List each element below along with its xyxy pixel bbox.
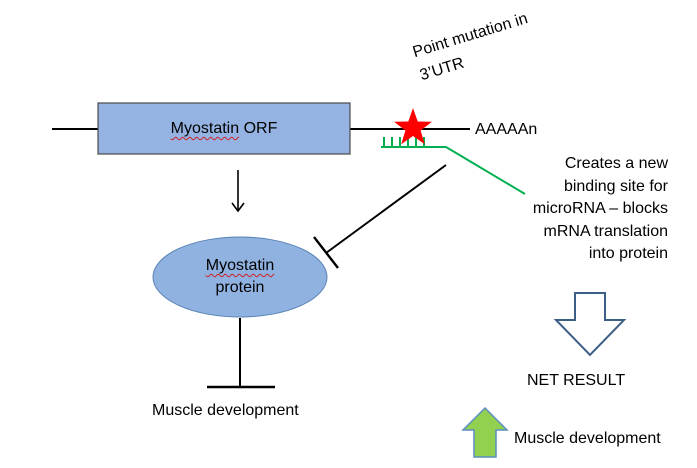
protein-label: Myostatin protein: [153, 255, 327, 299]
protein-label-line2: protein: [215, 279, 265, 296]
mutation-star-icon: [394, 108, 432, 145]
polya-tail-label: AAAAAn: [475, 121, 538, 138]
left-outcome-label: Muscle development: [152, 402, 299, 419]
orf-label: Myostatin ORF: [98, 118, 350, 139]
right-outcome-label: Muscle development: [514, 430, 661, 447]
mirna-inhibition-bar: [313, 236, 339, 269]
green-up-arrow-icon: [461, 406, 509, 458]
orf-label-prefix: Myostatin: [170, 120, 240, 137]
orf-box: [97, 102, 351, 155]
translation-arrowhead: [231, 202, 245, 213]
protein-label-line1: Myostatin: [205, 257, 275, 274]
microrna-note-line: microRNA – blocks: [532, 200, 668, 217]
net-down-arrow-icon: [553, 292, 627, 357]
microrna-note-line: into protein: [588, 245, 668, 262]
orf-label-suffix: ORF: [239, 120, 278, 137]
microrna-note-line: mRNA translation: [543, 222, 669, 240]
microrna-note-line: binding site for: [563, 177, 668, 195]
protein-ellipse: [152, 236, 328, 318]
mirna-inhibition-line: [325, 164, 447, 254]
net-result-label: NET RESULT: [527, 372, 626, 389]
microrna-note: Creates a new binding site for microRNA …: [470, 153, 668, 266]
microrna-note-line: Creates a new: [564, 155, 668, 172]
